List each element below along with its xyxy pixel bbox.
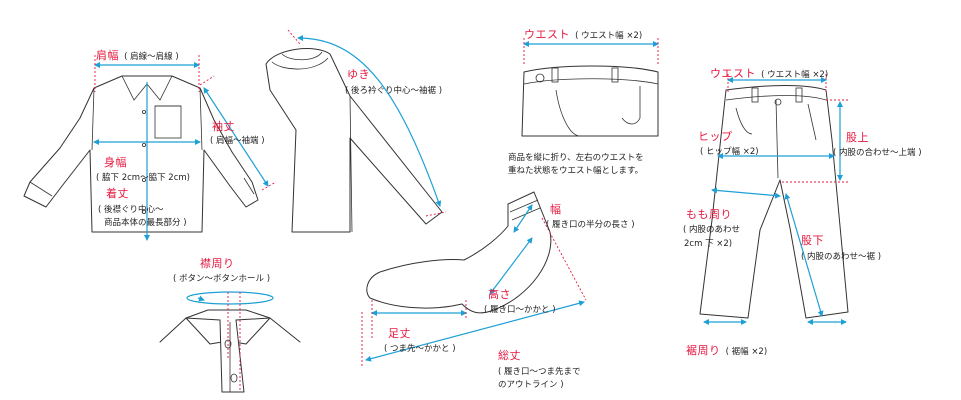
- shoulder-desc: ( 肩線～肩線 ): [124, 52, 179, 62]
- thigh-desc-line1: ( 内股のあわせ: [683, 225, 741, 235]
- sock-total-title-wrap: 総丈: [498, 346, 521, 362]
- hip-desc-wrap: ( ヒップ幅 ×2): [700, 141, 759, 157]
- hem-title: 裾周り: [686, 344, 721, 357]
- waist-small-title: ウエスト: [524, 28, 570, 41]
- thigh-desc-line2: 2cm 下 ×2): [684, 239, 733, 249]
- waist-small-label: ウエスト ( ウエスト幅 ×2): [524, 25, 642, 41]
- body-width-title: 身幅: [104, 156, 127, 169]
- body-width-desc-wrap: ( 脇下 2cm～脇下 2cm): [96, 167, 190, 183]
- collar-measure-lines: [186, 291, 274, 390]
- collar-title-wrap: 襟周り: [200, 254, 235, 270]
- yuki-title-wrap: ゆき: [347, 65, 370, 81]
- waist-note-line1: 商品を縦に折り、左右のウエストを: [508, 153, 644, 163]
- sock-total-desc-line1: ( 履き口～つま先まで: [498, 367, 581, 377]
- sleeve-length-desc-wrap: ( 肩幅～袖端 ): [210, 130, 265, 146]
- sleeve-length-title: 袖丈: [212, 120, 235, 133]
- inseam-title-wrap: 股下: [801, 231, 824, 247]
- length-desc-wrap-2: 商品本体の最長部分 ): [104, 212, 187, 228]
- sock-total-title: 総丈: [498, 349, 521, 362]
- hem-desc: ( 裾幅 ×2): [725, 347, 768, 357]
- pants-illustration: [699, 85, 849, 319]
- raglan-tee-illustration: [265, 29, 443, 233]
- rise-desc-wrap: ( 内股の合わせ～上端 ): [833, 142, 922, 158]
- sock-total-desc-wrap: ( 履き口～つま先まで: [498, 361, 581, 377]
- thigh-title: もも周り: [686, 208, 732, 221]
- length-desc-line1: ( 後襟ぐり中心～: [98, 205, 164, 215]
- rise-desc: ( 内股の合わせ～上端 ): [833, 148, 922, 158]
- sock-illustration: [366, 191, 552, 314]
- collar-desc-wrap: ( ボタン～ボタンホール ): [173, 268, 270, 284]
- sleeve-length-title-wrap: 袖丈: [212, 117, 235, 133]
- pants-waist-title: ウエスト: [710, 67, 756, 80]
- hip-title-wrap: ヒップ: [698, 127, 733, 143]
- sock-width-desc: ( 履き口の半分の長さ ): [546, 220, 635, 230]
- length-desc-line2: 商品本体の最長部分 ): [104, 218, 187, 228]
- rise-title-wrap: 股上: [846, 128, 869, 144]
- waist-small-desc: ( ウエスト幅 ×2): [575, 31, 643, 41]
- hip-desc: ( ヒップ幅 ×2): [700, 147, 759, 157]
- collar-title: 襟周り: [200, 257, 235, 270]
- inseam-desc-wrap: ( 内股のあわせ～裾 ): [801, 246, 881, 262]
- raglan-measure-lines: [297, 35, 447, 217]
- shirt-measure-lines: [93, 55, 277, 241]
- sock-width-title: 幅: [550, 203, 562, 216]
- inseam-title: 股下: [801, 234, 824, 247]
- yuki-title: ゆき: [347, 68, 370, 81]
- collar-illustration: [159, 309, 301, 393]
- body-width-title-wrap: 身幅: [104, 153, 127, 169]
- pants-waist-desc: ( ウエスト幅 ×2): [761, 70, 829, 80]
- inseam-desc: ( 内股のあわせ～裾 ): [801, 252, 882, 262]
- sock-height-desc: ( 履き口～かかと ): [484, 305, 556, 315]
- waist-note-line2: 重ねた状態をウエスト幅とします。: [508, 166, 644, 176]
- thigh-title-wrap: もも周り: [686, 205, 732, 221]
- sock-height-title-wrap: 高さ: [488, 285, 511, 301]
- sock-total-desc-wrap-2: のアウトライン ): [498, 374, 564, 390]
- sock-width-desc-wrap: ( 履き口の半分の長さ ): [546, 214, 635, 230]
- pants-measure-lines: [703, 74, 850, 325]
- length-desc-wrap: ( 後襟ぐり中心～: [98, 199, 164, 215]
- sock-foot-desc: ( つま先～かかと ): [384, 344, 456, 354]
- sock-height-desc-wrap: ( 履き口～かかと ): [484, 299, 556, 315]
- sock-total-desc-line2: のアウトライン ): [498, 380, 564, 390]
- hem-label: 裾周り ( 裾幅 ×2): [686, 341, 767, 357]
- hip-title: ヒップ: [698, 130, 733, 143]
- shoulder-title: 肩幅: [96, 49, 119, 62]
- length-title-wrap: 着丈: [106, 184, 129, 200]
- yuki-desc-wrap: ( 後ろ衿ぐり中心～袖裾 ): [345, 80, 442, 96]
- thigh-desc-wrap-2: 2cm 下 ×2): [684, 233, 732, 249]
- sock-height-title: 高さ: [488, 288, 511, 301]
- rise-title: 股上: [846, 131, 869, 144]
- pants-waist-label: ウエスト ( ウエスト幅 ×2): [710, 64, 828, 80]
- pants-top-illustration: [521, 65, 659, 137]
- sock-width-title-wrap: 幅: [550, 200, 562, 216]
- length-title: 着丈: [106, 187, 129, 200]
- shoulder-label: 肩幅 ( 肩線～肩線 ): [96, 46, 179, 62]
- sock-foot-title: 足丈: [388, 327, 411, 340]
- sock-foot-title-wrap: 足丈: [388, 324, 411, 340]
- thigh-desc-wrap: ( 内股のあわせ: [683, 219, 740, 235]
- sleeve-length-desc: ( 肩幅～袖端 ): [210, 136, 265, 146]
- sock-foot-desc-wrap: ( つま先～かかと ): [384, 338, 456, 354]
- yuki-desc: ( 後ろ衿ぐり中心～袖裾 ): [345, 86, 443, 96]
- collar-desc: ( ボタン～ボタンホール ): [173, 274, 271, 284]
- body-width-desc: ( 脇下 2cm～脇下 2cm): [96, 173, 190, 183]
- waist-small-measure-lines: [523, 38, 659, 64]
- sock-measure-lines: [361, 204, 587, 368]
